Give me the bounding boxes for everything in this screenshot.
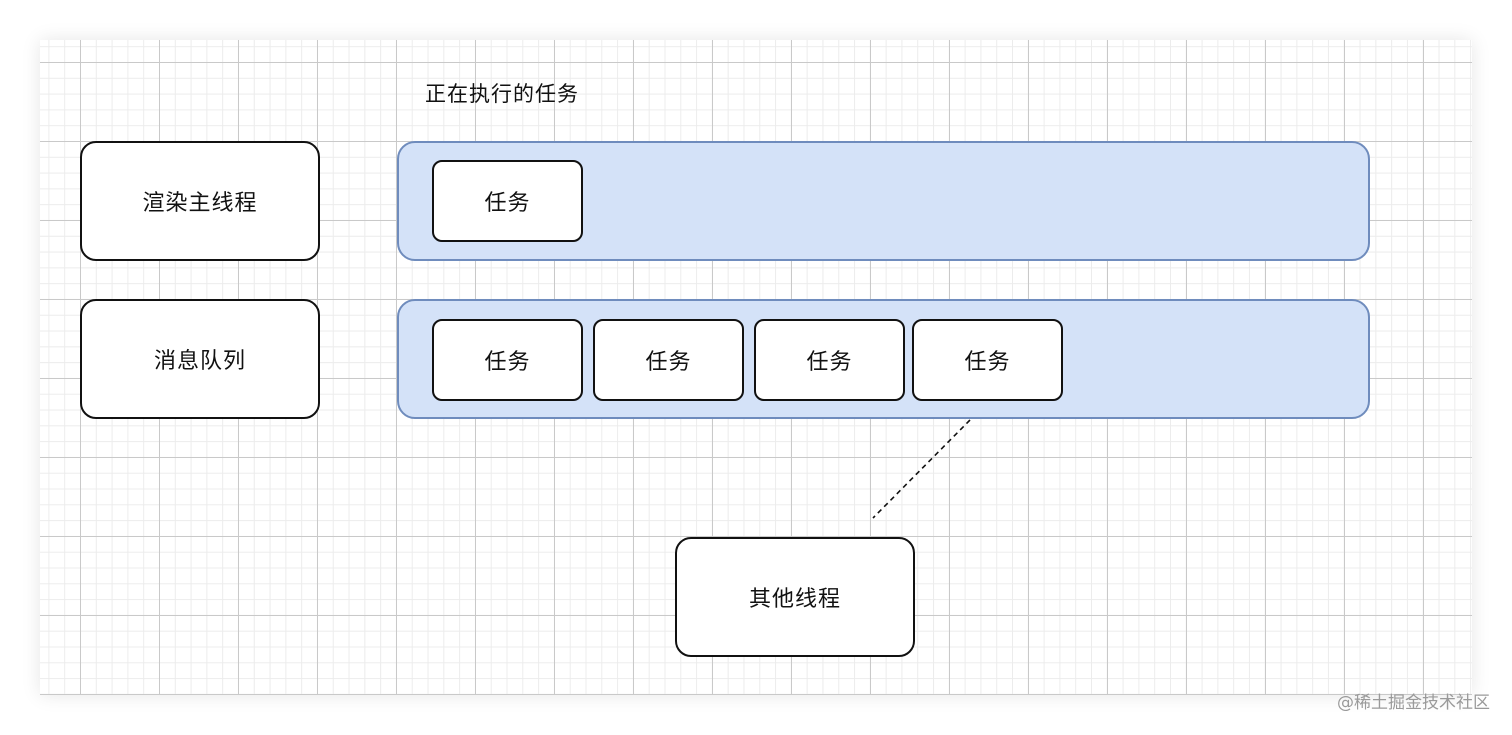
queue-task-item: 任务 [912, 319, 1063, 401]
other-threads-node: 其他线程 [675, 537, 915, 657]
running-task-label: 正在执行的任务 [425, 82, 579, 106]
queue-task-item: 任务 [432, 319, 583, 401]
watermark: @稀土掘金技术社区 [1337, 693, 1490, 713]
queue-task-item: 任务 [593, 319, 744, 401]
queue-task-item: 任务 [754, 319, 905, 401]
running-task-item: 任务 [432, 160, 583, 242]
message-queue-node: 消息队列 [80, 299, 320, 419]
render-main-thread-node: 渲染主线程 [80, 141, 320, 261]
